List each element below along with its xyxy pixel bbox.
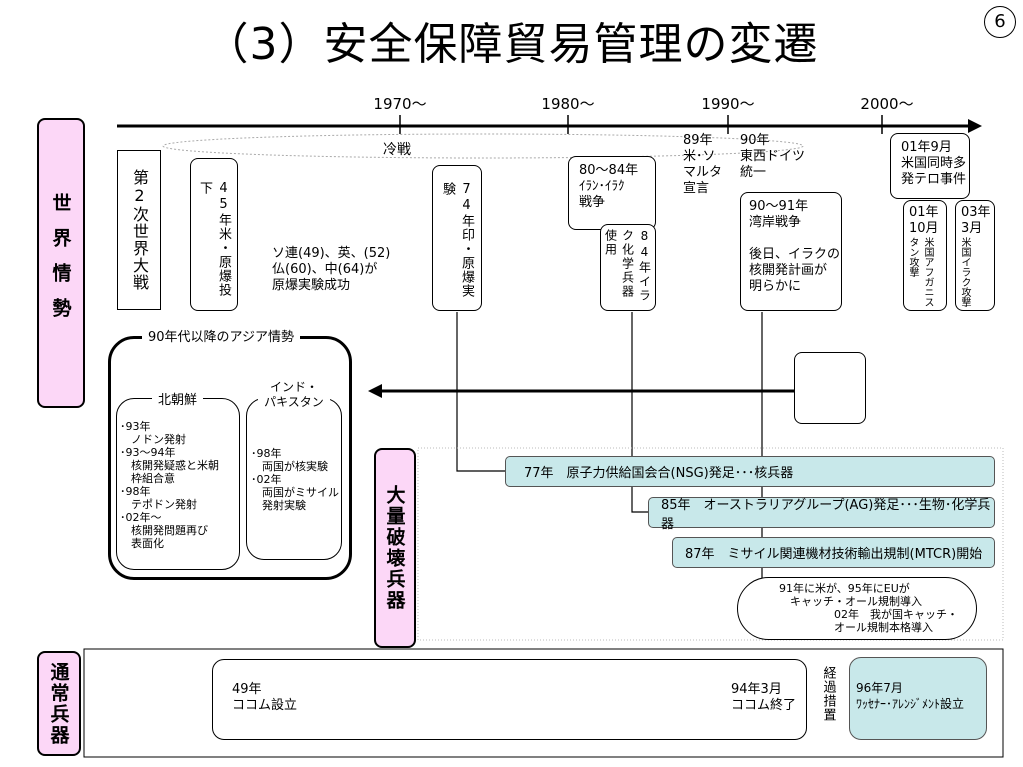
- connector-ag: [631, 312, 648, 513]
- era-1970: 1970～: [373, 95, 427, 113]
- transition-measures-text: 経過措置: [820, 666, 836, 722]
- world-situation-label: 世界情勢: [37, 118, 85, 408]
- german-reunification-text: 90年 東西ドイツ 統一: [740, 133, 806, 180]
- india-pakistan-text: ･98年 両国が核実験 ･02年 両国がミサイル 発射実験: [251, 447, 339, 512]
- ww2-box: 第2次世界大戦: [117, 150, 161, 310]
- cold-war-label: 冷戦: [383, 142, 411, 158]
- iran-iraq-war-box: 80～84年 ｲﾗﾝ･ｲﾗｸ 戦争: [568, 156, 656, 230]
- connector-nsg: [456, 312, 505, 472]
- empty-box: [794, 352, 866, 424]
- iraq-2003-date: 03年 3月: [961, 205, 991, 236]
- gulf-war-box: 90～91年 湾岸戦争 後日、イラクの 核開発計画が 明らかに: [740, 192, 842, 311]
- conventional-frame: [83, 648, 1004, 758]
- wassenaar-text: 96年7月 ﾜｯｾﾅｰ･ｱﾚﾝｼﾞﾒﾝﾄ設立: [856, 681, 965, 711]
- afghanistan-date: 01年 10月: [909, 205, 939, 236]
- page-title: （3）安全保障貿易管理の変遷: [204, 19, 819, 70]
- north-korea-title: 北朝鮮: [152, 389, 204, 408]
- terror-attack-2001-box: 01年9月 米国同時多 発テロ事件: [890, 133, 970, 199]
- era-2000: 2000～: [860, 95, 914, 113]
- era-1980: 1980～: [541, 95, 595, 113]
- afghanistan-text: 米国アフガニスタン攻撃: [907, 237, 933, 307]
- asia-arrowhead: [368, 384, 382, 398]
- iraq-chemical-1984-box: 84年イラク化学兵器使用: [600, 224, 656, 311]
- page-number: 6: [984, 6, 1016, 38]
- north-korea-text: ･93年 ノドン発射 ･93～94年 核開発疑惑と米朝 枠組合意 ･98年 テポ…: [120, 420, 219, 550]
- asia-situation-box: [108, 336, 352, 580]
- iraq-2003-text: 米国イラク攻撃: [959, 237, 970, 307]
- wmd-area: [417, 447, 1004, 641]
- wmd-label: 大量破壊兵器: [374, 448, 416, 648]
- era-1990: 1990～: [701, 95, 755, 113]
- catch-all-text: 91年に米が、95年にEUが キャッチ・オール規制導入 02年 我が国キャッチ・…: [779, 582, 958, 634]
- asia-situation-header: 90年代以降のアジア情勢: [142, 326, 301, 345]
- cocom-box: [212, 659, 807, 740]
- ag-bar: 85年 オーストラリアグループ(AG)発足･･･生物･化学兵器: [648, 497, 995, 532]
- cocom-start-text: 49年 ココム設立: [232, 682, 298, 713]
- malta-declaration-text: 89年 米･ソ マルタ 宣言: [683, 133, 723, 196]
- afghanistan-2001-box: 01年 10月 米国アフガニスタン攻撃: [903, 200, 947, 311]
- atomic-bomb-1945-box: 45年米・原爆投下: [190, 158, 238, 311]
- cocom-end-text: 94年3月 ココム終了: [731, 682, 797, 713]
- nuclear-tests-text: ソ連(49)、英、(52) 仏(60)、中(64)が 原爆実験成功: [272, 246, 391, 293]
- india-1974-box: 74年印・原爆実験: [432, 165, 482, 311]
- cold-war-ellipse: [162, 133, 804, 159]
- iraq-2003-box: 03年 3月 米国イラク攻撃: [955, 200, 995, 311]
- catch-all-box: [737, 577, 977, 640]
- mtcr-bar: 87年 ミサイル関連機材技術輸出規制(MTCR)開始: [672, 537, 995, 568]
- nsg-bar: 77年 原子力供給国会合(NSG)発足･･･核兵器: [505, 456, 995, 487]
- wassenaar-box: [849, 657, 987, 740]
- timeline-arrowhead: [968, 119, 982, 133]
- india-pakistan-title: インド・ パキスタン: [258, 380, 330, 410]
- conventional-weapons-label: 通常兵器: [37, 651, 81, 756]
